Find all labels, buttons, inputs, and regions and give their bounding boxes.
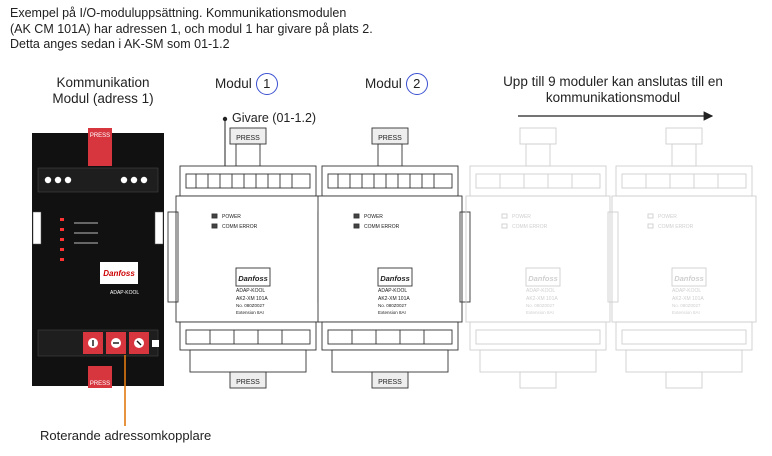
svg-text:COMM ERROR: COMM ERROR — [222, 224, 258, 230]
svg-text:AK2-XM 101A: AK2-XM 101A — [526, 296, 558, 302]
svg-text:POWER: POWER — [364, 214, 383, 220]
module-2-number: 2 — [405, 73, 428, 95]
up-to-9-label: Upp till 9 moduler kan anslutas till en … — [503, 74, 723, 105]
faded-module-4: POWER COMM ERROR Danfoss ADAP-KOOL AK2-X… — [611, 127, 757, 389]
svg-text:AK2-XM 101A: AK2-XM 101A — [672, 296, 704, 302]
svg-text:ADAP-KOOL: ADAP-KOOL — [672, 288, 701, 294]
svg-text:Extension 8AI: Extension 8AI — [672, 310, 700, 315]
io-module-1: PRESS POWER COMM ERROR Danfoss ADAP-KOOL… — [167, 127, 329, 389]
communication-module: PRESS Danfoss ADAP-KOOL — [32, 128, 164, 426]
rotary-switch-label: Roterande adressomkopplare — [40, 428, 212, 443]
intro-line-3: Detta anges sedan i AK-SM som 01-1.2 — [10, 37, 230, 51]
intro-line-1: Exempel på I/O-moduluppsättning. Kommuni… — [10, 6, 347, 20]
svg-text:AK2-XM 101A: AK2-XM 101A — [236, 296, 268, 302]
svg-text:No. 080Z0027: No. 080Z0027 — [672, 303, 701, 308]
intro-line-2: (AK CM 101A) har adressen 1, och modul 1… — [10, 21, 373, 36]
svg-text:Extension 8AI: Extension 8AI — [378, 310, 406, 315]
svg-text:PRESS: PRESS — [90, 381, 110, 387]
svg-text:AK2-XM 101A: AK2-XM 101A — [378, 296, 410, 302]
svg-text:PRESS: PRESS — [236, 379, 260, 386]
svg-text:Extension 8AI: Extension 8AI — [236, 310, 264, 315]
svg-text:Danfoss: Danfoss — [674, 274, 704, 283]
svg-text:Danfoss: Danfoss — [238, 274, 268, 283]
svg-text:No. 080Z0027: No. 080Z0027 — [378, 303, 407, 308]
svg-text:ADAP-KOOL: ADAP-KOOL — [526, 288, 555, 294]
svg-text:COMM ERROR: COMM ERROR — [658, 224, 694, 230]
svg-text:ADAP-KOOL: ADAP-KOOL — [110, 290, 139, 296]
svg-text:No. 080Z0027: No. 080Z0027 — [526, 303, 555, 308]
svg-text:ADAP-KOOL: ADAP-KOOL — [236, 288, 265, 294]
svg-text:ADAP-KOOL: ADAP-KOOL — [378, 288, 407, 294]
svg-text:COMM ERROR: COMM ERROR — [364, 224, 400, 230]
rotary-address-switches — [83, 332, 149, 354]
danfoss-logo: Danfoss — [103, 269, 135, 278]
sensor-label: Givare (01-1.2) — [232, 111, 317, 125]
comm-top-clip — [88, 128, 112, 166]
svg-text:Danfoss: Danfoss — [528, 274, 558, 283]
sensor-pointer-dot — [222, 116, 228, 122]
comm-logo-plate — [100, 262, 138, 284]
svg-text:PRESS: PRESS — [378, 135, 402, 142]
svg-text:No. 080Z0027: No. 080Z0027 — [236, 303, 265, 308]
svg-text:PRESS: PRESS — [236, 135, 260, 142]
svg-text:Danfoss: Danfoss — [380, 274, 410, 283]
comm-module-label: Kommunikation Modul (adress 1) — [52, 75, 154, 106]
svg-text:Extension 8AI: Extension 8AI — [526, 310, 554, 315]
io-module-2: PRESS POWER COMM ERROR Danfoss ADAP-KOOL… — [317, 127, 471, 389]
svg-text:PRESS: PRESS — [378, 379, 402, 386]
svg-text:PRESS: PRESS — [90, 133, 110, 139]
svg-text:POWER: POWER — [222, 214, 241, 220]
intro-text: Exempel på I/O-moduluppsättning. Kommuni… — [10, 6, 373, 53]
module-1-number: 1 — [255, 73, 278, 95]
svg-text:COMM ERROR: COMM ERROR — [512, 224, 548, 230]
faded-module-3: POWER COMM ERROR Danfoss ADAP-KOOL AK2-X… — [465, 127, 619, 389]
svg-text:POWER: POWER — [658, 214, 677, 220]
svg-text:POWER: POWER — [512, 214, 531, 220]
